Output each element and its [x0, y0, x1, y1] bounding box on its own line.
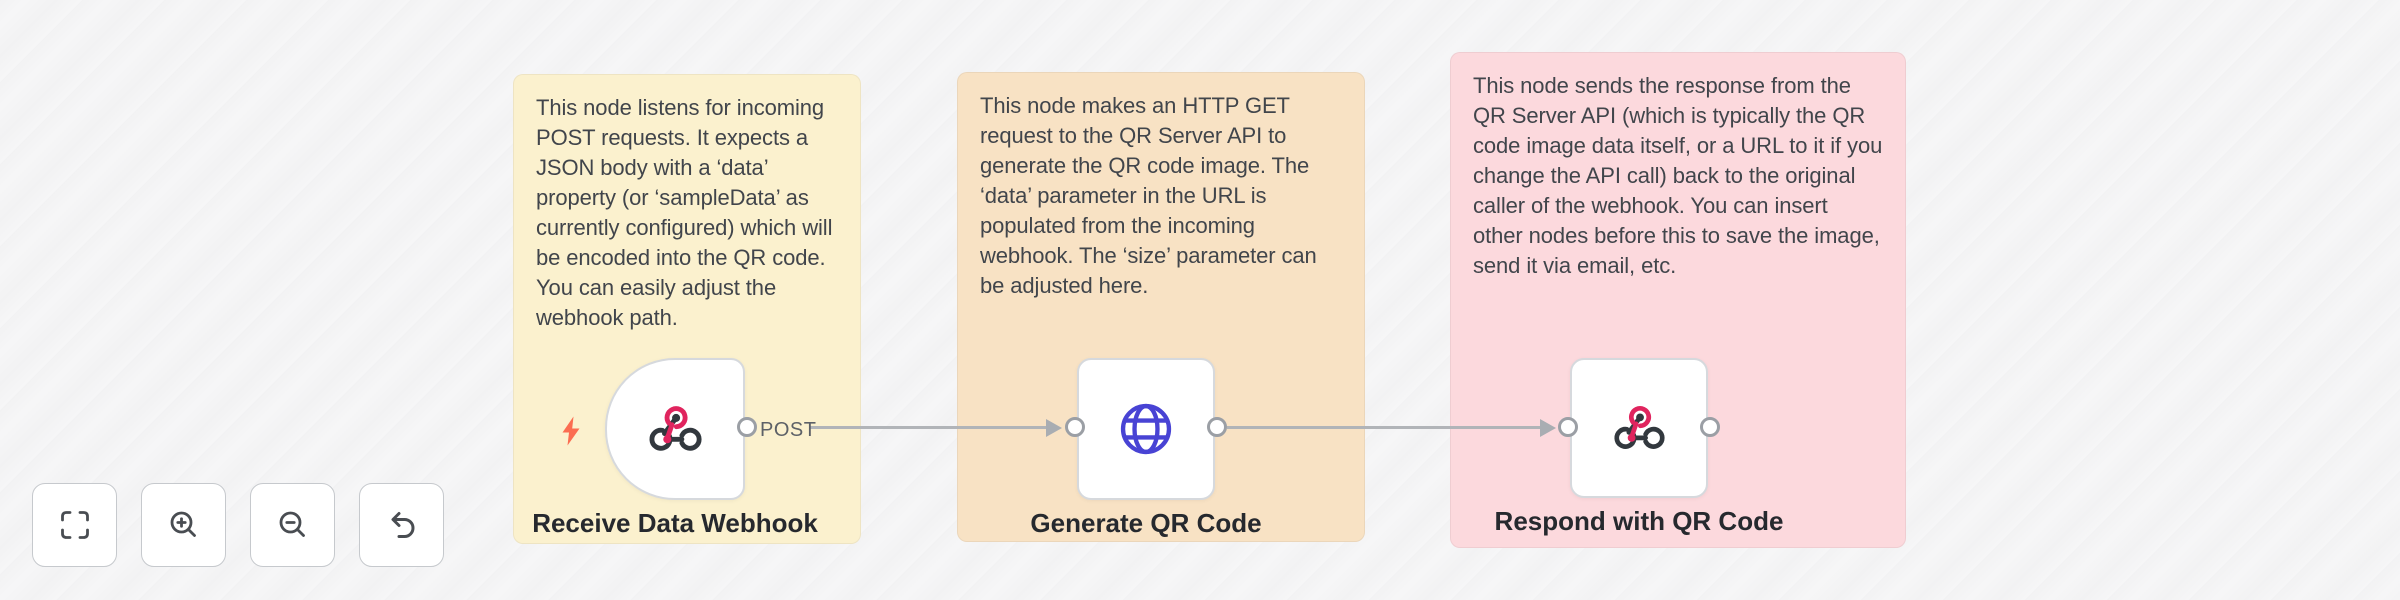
undo-button[interactable] — [359, 483, 444, 567]
node-generate-qr-code[interactable]: Generate QR Code — [1030, 358, 1262, 538]
node-title: Generate QR Code — [1030, 508, 1262, 538]
zoom-in-icon — [170, 511, 196, 537]
output-port[interactable] — [1207, 417, 1227, 437]
input-port[interactable] — [1065, 417, 1085, 437]
lightning-trigger-icon — [562, 416, 580, 446]
webhook-icon — [1614, 406, 1665, 449]
output-port[interactable] — [737, 417, 757, 437]
sticky-note-webhook[interactable]: This node listens for incoming POST requ… — [513, 74, 861, 544]
connection-webhook-to-http[interactable] — [810, 426, 1047, 429]
connection-http-to-respond[interactable] — [1227, 426, 1541, 429]
connection-arrow-icon — [1540, 419, 1556, 437]
output-port-label: POST — [760, 419, 817, 441]
fit-view-button[interactable] — [32, 483, 117, 567]
sticky-note-http-text: This node makes an HTTP GET request to t… — [980, 93, 1317, 298]
webhook-icon — [649, 406, 702, 451]
sticky-note-webhook-text: This node listens for incoming POST requ… — [536, 95, 833, 330]
connection-arrow-icon — [1046, 419, 1062, 437]
node-receive-data-webhook[interactable]: POST Receive Data Webhook — [532, 358, 818, 538]
node-title: Respond with QR Code — [1494, 506, 1784, 536]
output-port[interactable] — [1700, 417, 1720, 437]
undo-icon — [391, 512, 414, 538]
sticky-note-respond-text: This node sends the response from the QR… — [1473, 73, 1883, 278]
globe-icon — [1120, 403, 1172, 455]
input-port[interactable] — [1558, 417, 1578, 437]
zoom-out-icon — [279, 511, 305, 537]
canvas-controls — [32, 483, 444, 567]
zoom-out-button[interactable] — [250, 483, 335, 567]
node-respond-with-qr-code[interactable]: Respond with QR Code — [1495, 358, 1783, 536]
node-title: Receive Data Webhook — [532, 508, 818, 538]
zoom-in-button[interactable] — [141, 483, 226, 567]
fit-view-icon — [60, 511, 89, 539]
